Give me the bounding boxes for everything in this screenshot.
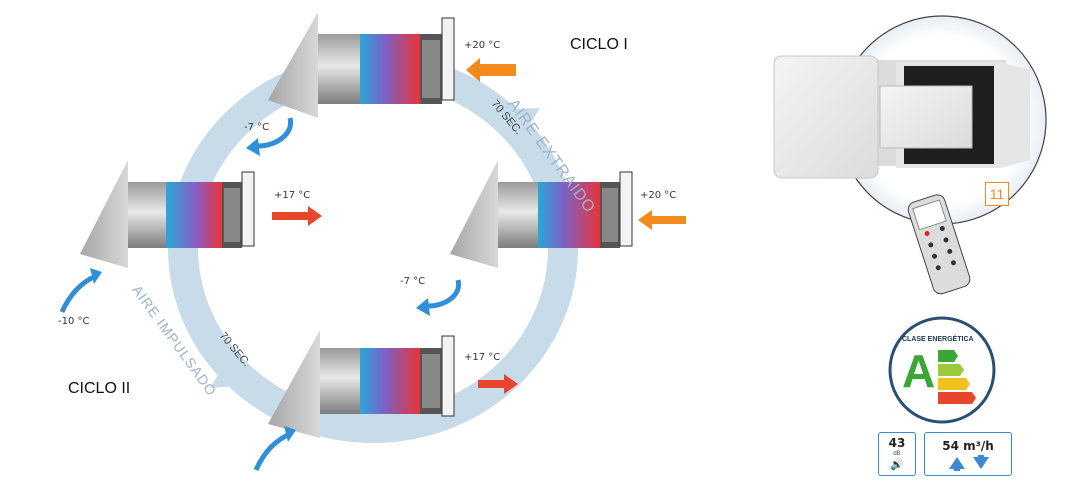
temp-right-unit-in: +20 °C <box>640 190 677 201</box>
energy-label-title: CLASE ENERGÉTICA <box>902 336 974 343</box>
cycle-2-label: CICLO II <box>68 380 131 397</box>
arrow-cold-out-top <box>257 117 294 149</box>
noise-level-badge: 43 dB 🔊 <box>878 432 916 476</box>
airflow-badge: 54 m³/h <box>924 432 1012 476</box>
energy-class-seal <box>888 316 996 424</box>
airflow-value: 54 m³/h <box>942 439 994 453</box>
left-ventilation-unit <box>80 160 255 268</box>
noise-value: 43 <box>888 436 906 450</box>
airflow-arrows <box>59 58 686 472</box>
temp-top-unit-out: -7 °C <box>244 122 270 133</box>
top-ventilation-unit <box>268 12 455 118</box>
ring-arrowhead-top <box>498 108 540 140</box>
ring-arrowhead-bottom <box>210 356 252 388</box>
arrow-cold-out-right <box>427 279 462 309</box>
arrow-warm-in-top <box>466 58 516 82</box>
product-photo <box>773 15 1047 295</box>
temp-bottom-unit-out: +17 °C <box>464 352 501 363</box>
arrow-cold-in-left <box>59 273 98 314</box>
temp-left-unit-out: +17 °C <box>274 190 311 201</box>
bottom-ventilation-unit <box>268 330 455 438</box>
airflow-arrows-icon <box>949 455 989 471</box>
noise-unit: dB <box>893 451 901 457</box>
model-number-badge: 11 <box>985 182 1009 206</box>
temp-right-unit-out: -7 °C <box>400 276 426 287</box>
arrow-hot-out-left <box>272 206 322 226</box>
speaker-icon: 🔊 <box>890 459 904 471</box>
temp-left-unit-in: -10 °C <box>58 316 90 327</box>
cycle-1-label: CICLO I <box>570 36 628 53</box>
right-ventilation-unit <box>450 160 633 268</box>
energy-class-letter: A <box>902 345 936 397</box>
arrow-warm-in-right <box>638 210 686 230</box>
arrow-hot-out-bottom <box>478 374 518 394</box>
arrow-cold-in-bottom <box>253 431 292 472</box>
energy-scale-bars <box>938 350 976 404</box>
temp-top-unit-in: +20 °C <box>464 40 501 51</box>
